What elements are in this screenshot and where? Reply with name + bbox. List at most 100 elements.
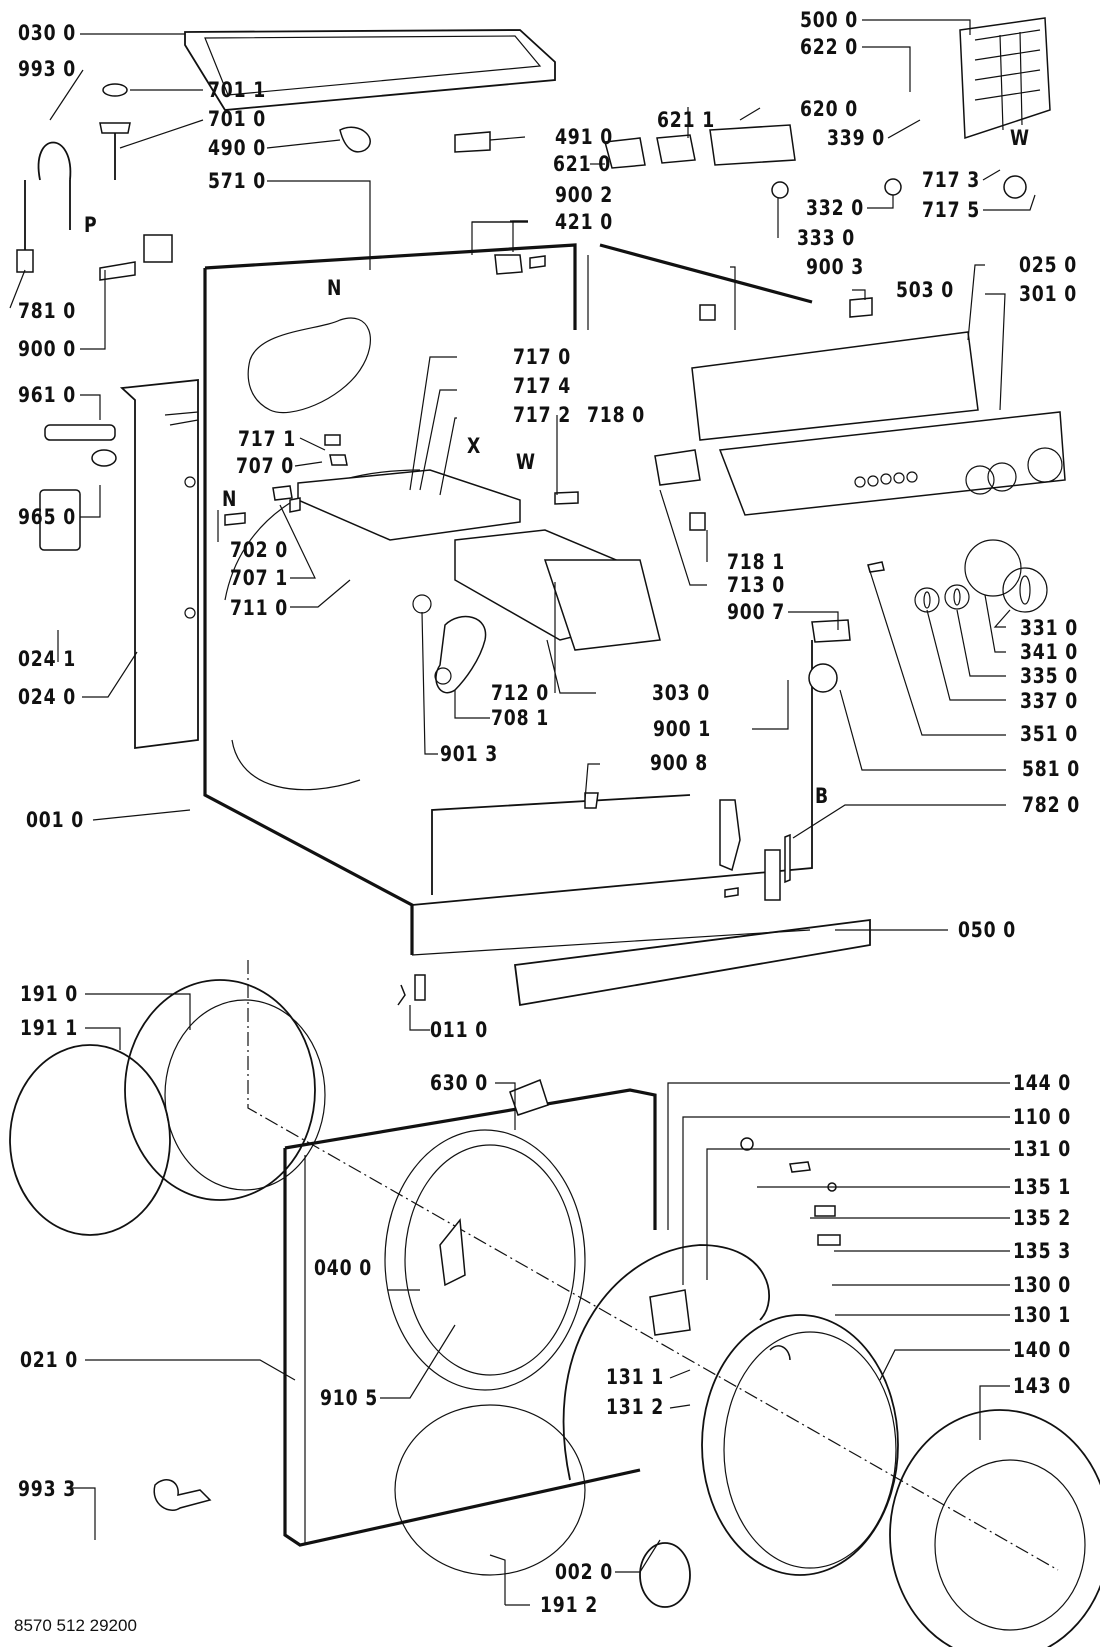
callout-label: 701 1 xyxy=(208,78,267,102)
callout-label: 717 1 xyxy=(238,427,297,451)
callout-label: 717 4 xyxy=(513,374,572,398)
callout-label: 621 1 xyxy=(657,108,716,132)
callout-label: 140 0 xyxy=(1013,1338,1072,1362)
callout-label: 491 0 xyxy=(555,125,614,149)
door-gasket xyxy=(9,979,326,1236)
callout-label: 900 3 xyxy=(806,255,865,279)
callout-label: 490 0 xyxy=(208,136,267,160)
callout-label: 621 0 xyxy=(553,152,612,176)
callout-label: 030 0 xyxy=(18,21,77,45)
callout-label: 707 0 xyxy=(236,454,295,478)
callout-label: 335 0 xyxy=(1020,664,1079,688)
callout-label: 900 8 xyxy=(650,751,709,775)
callout-label: 135 2 xyxy=(1013,1206,1072,1230)
callout-label: 332 0 xyxy=(806,196,865,220)
callout-label: 718 0 xyxy=(587,403,646,427)
callout-label: 024 0 xyxy=(18,685,77,709)
callout-label: 620 0 xyxy=(800,97,859,121)
marker-p: P xyxy=(84,213,98,237)
knobs xyxy=(914,539,1048,613)
marker-n: N xyxy=(222,487,238,511)
leader-lines xyxy=(9,19,1036,1606)
callout-label: 630 0 xyxy=(430,1071,489,1095)
electronics-module xyxy=(959,17,1051,140)
callout-label: 910 5 xyxy=(320,1386,379,1410)
callout-label: 301 0 xyxy=(1019,282,1078,306)
callout-label: 303 0 xyxy=(652,681,711,705)
callout-label: 143 0 xyxy=(1013,1374,1072,1398)
callout-label: 135 1 xyxy=(1013,1175,1072,1199)
callout-label: 993 0 xyxy=(18,57,77,81)
plinth xyxy=(513,918,871,1007)
callout-label: 337 0 xyxy=(1020,689,1079,713)
callout-label: 341 0 xyxy=(1020,640,1079,664)
callout-label: 131 1 xyxy=(606,1365,665,1389)
callout-label: 130 1 xyxy=(1013,1303,1072,1327)
callout-label: 702 0 xyxy=(230,538,289,562)
callout-label: 339 0 xyxy=(827,126,886,150)
callout-label: 191 1 xyxy=(20,1016,79,1040)
callout-label: 900 0 xyxy=(18,337,77,361)
callout-label: 144 0 xyxy=(1013,1071,1072,1095)
callout-label: 900 7 xyxy=(727,600,786,624)
callout-label: 050 0 xyxy=(958,918,1017,942)
callout-label: 331 0 xyxy=(1020,616,1079,640)
callout-label: 021 0 xyxy=(20,1348,79,1372)
callout-label: 718 1 xyxy=(727,550,786,574)
callout-label: 421 0 xyxy=(555,210,614,234)
dispenser-assembly xyxy=(297,469,661,694)
callout-label: 701 0 xyxy=(208,107,267,131)
document-number: 8570 512 29200 xyxy=(14,1616,137,1635)
side-panel xyxy=(119,379,199,750)
callout-label: 961 0 xyxy=(18,383,77,407)
callout-label: 717 2 xyxy=(513,403,572,427)
callout-label: 503 0 xyxy=(896,278,955,302)
callout-label: 717 3 xyxy=(922,168,981,192)
marker-b: B xyxy=(815,784,829,808)
callout-label: 622 0 xyxy=(800,35,859,59)
callout-label: 712 0 xyxy=(491,681,550,705)
callout-label: 500 0 xyxy=(800,8,859,32)
callout-label: 191 0 xyxy=(20,982,79,1006)
callout-label: 713 0 xyxy=(727,573,786,597)
callout-label: 011 0 xyxy=(430,1018,489,1042)
callout-label: 993 3 xyxy=(18,1477,77,1501)
callout-label: 707 1 xyxy=(230,566,289,590)
callout-label: 131 2 xyxy=(606,1395,665,1419)
door-parts xyxy=(562,1244,1100,1647)
callout-label: 351 0 xyxy=(1020,722,1079,746)
callout-label: 581 0 xyxy=(1022,757,1081,781)
callout-label: 901 3 xyxy=(440,742,499,766)
callout-label: 900 1 xyxy=(653,717,712,741)
callout-label: 782 0 xyxy=(1022,793,1081,817)
callout-label: 002 0 xyxy=(555,1560,614,1584)
marker-x: X xyxy=(467,434,482,458)
callout-label: 965 0 xyxy=(18,505,77,529)
callout-label: 024 1 xyxy=(18,647,77,671)
top-cover xyxy=(184,29,556,111)
control-panel xyxy=(691,331,1066,516)
callout-label: 708 1 xyxy=(491,706,550,730)
callout-label: 130 0 xyxy=(1013,1273,1072,1297)
assembly-axis xyxy=(247,960,1059,1571)
callout-label: 131 0 xyxy=(1013,1137,1072,1161)
callout-label: 333 0 xyxy=(797,226,856,250)
callout-label: 110 0 xyxy=(1013,1105,1072,1129)
callout-label: 191 2 xyxy=(540,1593,599,1617)
marker-w: W xyxy=(516,450,536,474)
callout-label: 025 0 xyxy=(1019,253,1078,277)
cabinet xyxy=(203,243,813,956)
callout-label: 040 0 xyxy=(314,1256,373,1280)
front-panel xyxy=(283,1088,657,1576)
callout-label: 717 5 xyxy=(922,198,981,222)
callout-label: 571 0 xyxy=(208,169,267,193)
callout-label: 900 2 xyxy=(555,183,614,207)
marker-w: W xyxy=(1010,126,1030,150)
callout-label: 135 3 xyxy=(1013,1239,1072,1263)
small-parts xyxy=(16,83,1027,1511)
callout-label: 717 0 xyxy=(513,345,572,369)
callout-label: 001 0 xyxy=(26,808,85,832)
marker-n: N xyxy=(327,276,343,300)
callout-label: 781 0 xyxy=(18,299,77,323)
